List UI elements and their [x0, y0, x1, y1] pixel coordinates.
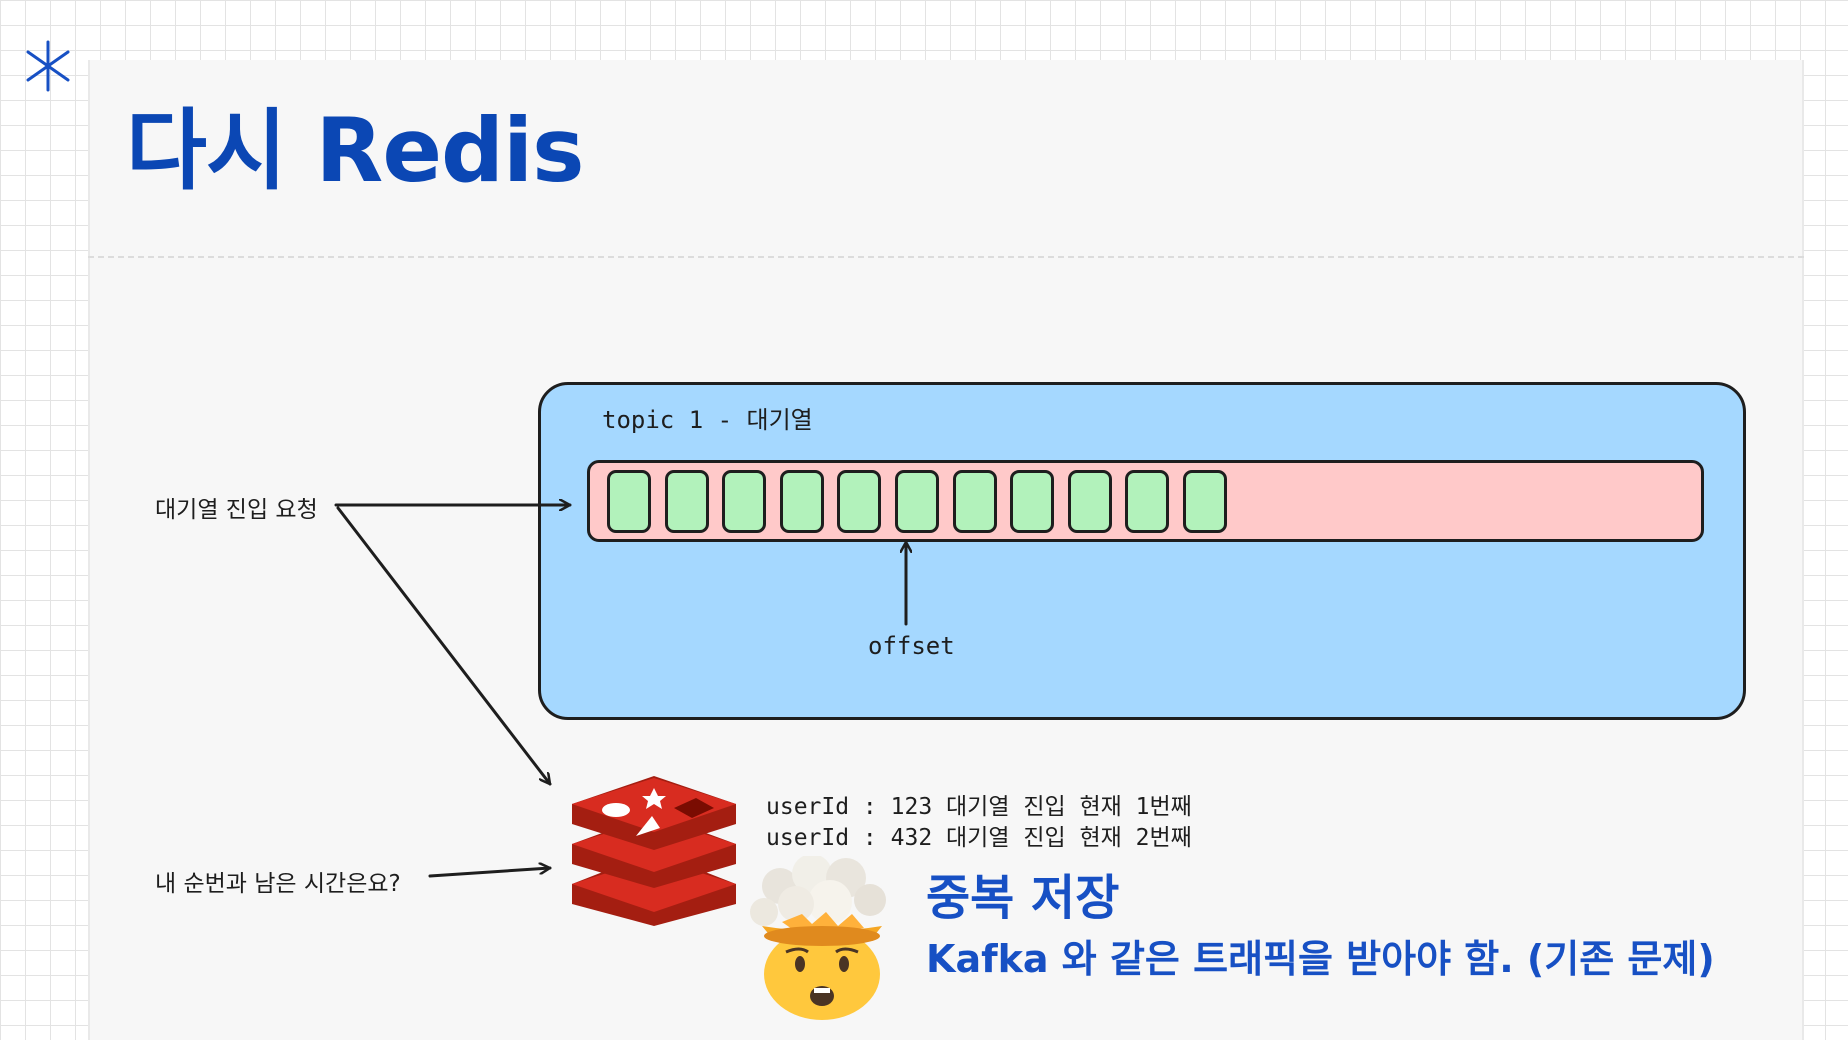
question-arrow-to-redis [428, 868, 552, 878]
queue-slot [895, 470, 939, 533]
my-turn-question-label: 내 순번과 남은 시간은요? [155, 871, 401, 897]
exploding-head-icon [750, 856, 886, 1020]
queue-slot [664, 470, 709, 533]
redis-entries: userId : 123 대기열 진입 현재 1번째 userId : 432 … [766, 792, 1192, 854]
enqueue-arrow-to-redis [336, 506, 550, 784]
redis-entry: userId : 123 대기열 진입 현재 1번째 [766, 794, 1192, 820]
queue-slot [1067, 470, 1112, 533]
duplicate-storage-subtitle: Kafka 와 같은 트래픽을 받아야 함. (기존 문제) [926, 937, 1715, 981]
duplicate-storage-title: 중복 저장 [926, 870, 1120, 926]
topic-box [538, 382, 1746, 720]
queue-slot [779, 470, 824, 533]
redis-logo-icon [572, 776, 736, 926]
enqueue-request-label: 대기열 진입 요청 [155, 497, 318, 523]
queue-slot [1010, 470, 1055, 533]
header-divider [88, 256, 1804, 258]
queue-slot [1125, 470, 1170, 533]
sparkle-icon [26, 40, 70, 92]
queue-slot [1183, 470, 1227, 533]
queue-slot [607, 470, 651, 533]
offset-label: offset [868, 632, 955, 660]
queue-slot [722, 470, 767, 533]
queue-slot [837, 470, 882, 533]
redis-entry: userId : 432 대기열 진입 현재 2번째 [766, 825, 1192, 851]
slide-title: 다시 Redis [126, 99, 585, 202]
queue-slot [952, 470, 997, 533]
topic-label: topic 1 - 대기열 [602, 406, 813, 434]
